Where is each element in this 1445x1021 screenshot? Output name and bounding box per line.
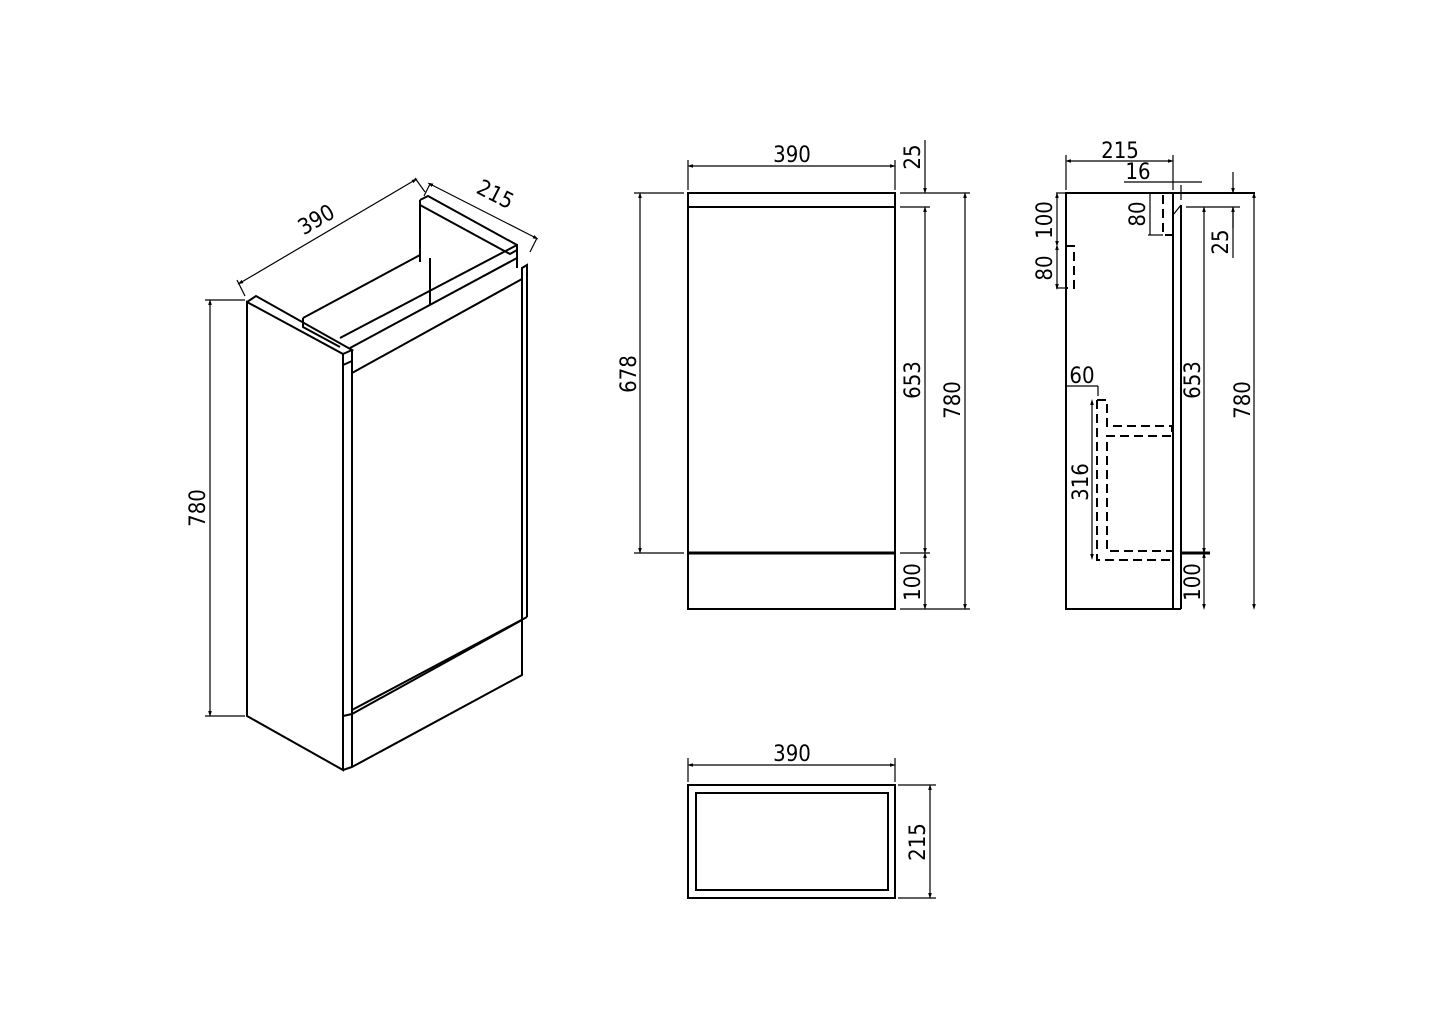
isometric-view: 390 215 780 — [186, 175, 539, 772]
iso-height-label: 780 — [186, 489, 211, 527]
front-top-rail-label: 25 — [901, 144, 926, 169]
iso-width-label: 390 — [294, 200, 339, 241]
front-total-height-label: 780 — [941, 381, 966, 419]
front-inner-height-label: 653 — [901, 361, 926, 399]
front-view: 390 25 653 100 780 678 — [617, 140, 970, 610]
side-top-bracket-label: 80 — [1126, 201, 1151, 226]
side-view: 215 16 80 100 80 25 653 100 780 60 316 — [1033, 139, 1256, 610]
top-depth-label: 215 — [906, 823, 931, 861]
side-upper-offset-label: 100 — [1033, 201, 1058, 239]
side-total-height-label: 780 — [1231, 381, 1256, 419]
side-shelf-height-label: 316 — [1069, 463, 1094, 501]
front-plinth-label: 100 — [901, 563, 926, 601]
side-depth-label: 215 — [1101, 139, 1139, 164]
side-door-thickness-label: 16 — [1125, 160, 1150, 185]
front-door-height-label: 678 — [617, 355, 642, 393]
side-inner-height-label: 653 — [1181, 361, 1206, 399]
side-top-rail-label: 25 — [1209, 229, 1234, 254]
side-upper-bracket-label: 80 — [1033, 255, 1058, 280]
side-plinth-label: 100 — [1181, 563, 1206, 601]
side-shelf-offset-label: 60 — [1069, 364, 1094, 389]
top-width-label: 390 — [773, 742, 811, 767]
top-view: 390 215 — [687, 742, 936, 899]
front-width-label: 390 — [773, 143, 811, 168]
